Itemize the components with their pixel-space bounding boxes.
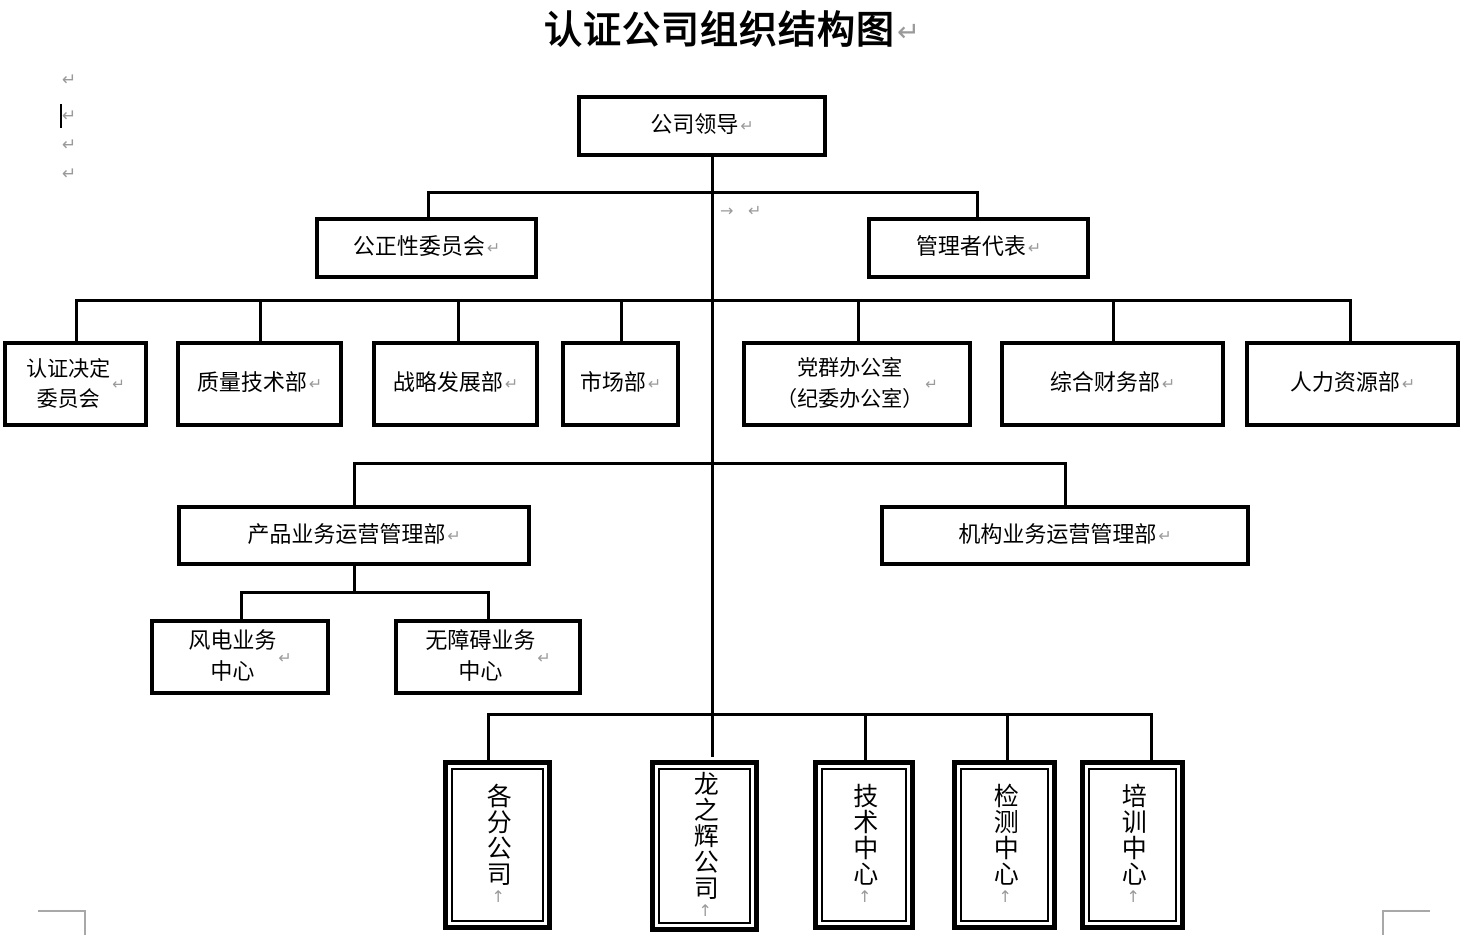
connector-level4-bus [353,462,1067,465]
node-longzhihui-company-inner: 龙之辉公司↑ [658,768,751,924]
connector-main-spine [711,157,714,757]
connector-level5-stem [353,565,356,592]
node-quality-technology-dept-label: 质量技术部 [196,371,307,396]
node-human-resources-dept-label: 人力资源部 [1289,371,1400,396]
node-management-representative[interactable]: 管理者代表↵ [867,217,1090,279]
node-wind-power-business-center-label: 风电业务 中心 [188,629,277,685]
node-training-center[interactable]: 培训中心↑ [1080,760,1185,930]
node-training-center-inner: 培训中心↑ [1088,768,1177,922]
node-branch-companies-label: 各分公司 [483,783,513,887]
connector-level3-drop-7 [1349,299,1352,342]
node-accessibility-business-center[interactable]: 无障碍业务 中心↵ [394,619,582,695]
connector-level2-drop-left [427,191,430,218]
node-comprehensive-finance-dept-label: 综合财务部 [1049,371,1160,396]
connector-level6-drop-1 [487,713,490,761]
connector-level3-drop-1 [75,299,78,342]
paragraph-mark-1: ↵ [62,70,77,90]
page-title: 公司领导认证公司组织结构图↵ [0,6,1465,57]
connector-level3-drop-5 [857,299,860,342]
node-technology-center-label: 技术中心 [849,783,879,887]
node-comprehensive-finance-dept[interactable]: 综合财务部↵ [1000,341,1225,427]
node-management-representative-label: 管理者代表 [915,235,1026,260]
node-longzhihui-company[interactable]: 龙之辉公司↑ [650,760,759,932]
node-training-center-label: 培训中心 [1118,783,1148,887]
connector-level5-drop-left [240,591,243,620]
node-party-mass-office-mark: ↵ [925,374,938,393]
node-longzhihui-company-label: 龙之辉公司 [690,771,720,901]
node-institution-business-operations-dept-mark: ↵ [1158,525,1172,545]
node-marketing-dept-mark: ↵ [647,374,662,393]
connector-level4-drop-right [1064,462,1067,505]
connector-level5-drop-right [487,591,490,620]
connector-level3-drop-2 [259,299,262,342]
node-institution-business-operations-dept-label: 机构业务运营管理部 [958,522,1157,548]
node-testing-center-mark: ↑ [995,887,1015,907]
node-technology-center-inner: 技术中心↑ [821,768,907,922]
node-testing-center-inner: 检测中心↑ [960,768,1049,922]
connector-level3-drop-6 [1112,299,1115,342]
node-certification-decision-committee[interactable]: 认证决定 委员会↵ [3,341,148,427]
connector-level6-drop-3 [864,713,867,761]
node-accessibility-business-center-mark: ↵ [537,647,551,667]
node-human-resources-dept[interactable]: 人力资源部↵ [1245,341,1460,427]
node-branch-companies-inner: 各分公司↑ [451,768,544,922]
node-branch-companies-mark: ↑ [488,887,508,907]
node-product-business-operations-dept-mark: ↵ [447,525,461,545]
tab-paragraph-mark: ↵ [748,201,762,220]
connector-level6-drop-5 [1150,713,1153,761]
node-product-business-operations-dept[interactable]: 产品业务运营管理部↵ [177,505,531,566]
node-strategy-development-dept-label: 战略发展部 [392,371,503,396]
connector-level3-drop-4 [620,299,623,342]
paragraph-mark-3: ↵ [62,135,77,155]
node-marketing-dept-label: 市场部 [579,371,646,396]
connector-level2-drop-right [976,191,979,218]
connector-level3-drop-3 [457,299,460,342]
node-comprehensive-finance-dept-mark: ↵ [1161,374,1176,393]
paragraph-mark-2: ↵ [62,106,77,126]
text-cursor[interactable] [60,104,62,128]
node-institution-business-operations-dept[interactable]: 机构业务运营管理部↵ [880,505,1250,566]
node-quality-technology-dept-mark: ↵ [308,374,323,393]
node-wind-power-business-center[interactable]: 风电业务 中心↵ [150,619,330,695]
node-company-leadership-label: 公司领导 [650,113,739,138]
node-strategy-development-dept-mark: ↵ [504,374,519,393]
connector-level4-drop-left [353,462,356,505]
node-branch-companies[interactable]: 各分公司↑ [443,760,552,930]
node-testing-center[interactable]: 检测中心↑ [952,760,1057,930]
paragraph-mark-4: ↵ [62,164,77,184]
node-impartiality-committee-label: 公正性委员会 [352,235,485,260]
node-strategy-development-dept[interactable]: 战略发展部↵ [372,341,539,427]
node-technology-center[interactable]: 技术中心↑ [813,760,915,930]
node-party-mass-office-label: 党群办公室 （纪委办公室） [776,356,924,411]
node-certification-decision-committee-label: 认证决定 委员会 [26,357,111,411]
connector-level6-drop-4 [1006,713,1009,761]
node-impartiality-committee-mark: ↵ [486,238,501,257]
node-product-business-operations-dept-label: 产品业务运营管理部 [247,522,446,548]
tab-mark: → [720,201,734,220]
node-quality-technology-dept[interactable]: 质量技术部↵ [176,341,343,427]
connector-level6-bus [487,713,1153,716]
margin-marker-bottom-left [38,910,86,935]
node-technology-center-mark: ↑ [855,887,875,907]
node-company-leadership[interactable]: 公司领导↵ [577,95,827,157]
node-company-leadership-mark: ↵ [740,116,754,135]
connector-level5-bus [240,591,490,594]
node-wind-power-business-center-mark: ↵ [278,647,292,667]
node-party-mass-office[interactable]: 党群办公室 （纪委办公室）↵ [742,341,972,427]
connector-level3-bus [75,299,1352,302]
node-accessibility-business-center-label: 无障碍业务 中心 [425,629,536,685]
node-longzhihui-company-mark: ↑ [695,901,715,921]
node-certification-decision-committee-mark: ↵ [112,375,125,393]
node-training-center-mark: ↑ [1123,887,1143,907]
margin-marker-bottom-right [1382,910,1430,935]
title-paragraph-mark: ↵ [897,17,921,49]
node-impartiality-committee[interactable]: 公正性委员会↵ [315,217,538,279]
connector-level2-bus [427,191,979,194]
node-human-resources-dept-mark: ↵ [1401,374,1416,393]
node-marketing-dept[interactable]: 市场部↵ [561,341,680,427]
node-testing-center-label: 检测中心 [990,783,1020,887]
node-management-representative-mark: ↵ [1027,238,1042,257]
doc-title-text: 认证公司组织结构图 [544,7,896,52]
